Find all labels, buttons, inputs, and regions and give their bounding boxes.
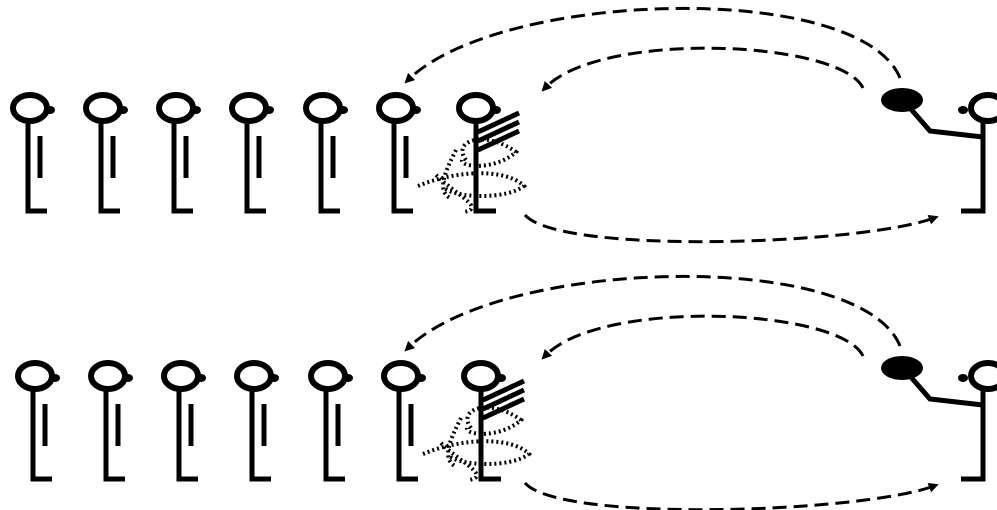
figure-body xyxy=(30,388,52,482)
hatch-stroke xyxy=(481,396,526,421)
tangle-loop-4 xyxy=(441,149,458,200)
figure-nose xyxy=(264,106,274,114)
figure-nose xyxy=(416,374,426,382)
figure-icon xyxy=(234,360,279,482)
dashed-arrow-outer xyxy=(404,6,902,84)
figure-body xyxy=(176,388,198,482)
figure-icon xyxy=(156,92,201,214)
tangled-figure-body xyxy=(473,120,496,214)
figure-icon xyxy=(88,360,133,482)
agent-head-icon xyxy=(881,88,923,112)
dashed-arrow-icon xyxy=(404,274,939,510)
hatch-stroke xyxy=(481,378,526,403)
agent-figure-icon xyxy=(881,88,997,214)
hatch-stroke xyxy=(481,387,526,412)
dashed-arrow-outer xyxy=(404,274,902,352)
figure-nose xyxy=(118,106,128,114)
agent-arm xyxy=(908,374,984,408)
figure-body xyxy=(249,388,271,482)
hatch-icon xyxy=(476,110,521,153)
tangled-figure-head xyxy=(456,92,496,124)
agent-figure-nose xyxy=(958,106,968,114)
hatch-icon xyxy=(481,378,526,421)
agent-figure-head xyxy=(968,92,997,124)
figure-body xyxy=(98,120,120,214)
figure-nose xyxy=(50,374,60,382)
tangle-loop-4 xyxy=(446,417,463,468)
figure-head xyxy=(376,92,416,124)
tangled-figure xyxy=(422,360,533,482)
tangle-icon xyxy=(422,405,533,482)
figure-body xyxy=(396,388,418,482)
hatch-stroke xyxy=(476,119,521,144)
figure-icon xyxy=(10,92,55,214)
figure-body xyxy=(25,120,47,214)
figure-head xyxy=(88,360,128,392)
row-2 xyxy=(15,274,997,510)
figure-head xyxy=(381,360,421,392)
agent-figure-body xyxy=(961,388,986,482)
figure-nose xyxy=(196,374,206,382)
figure-icon xyxy=(381,360,426,482)
figure-icon xyxy=(15,360,60,482)
tangle-loop-2 xyxy=(465,405,525,436)
tangle-loop-2 xyxy=(460,137,520,168)
figure-icon xyxy=(376,92,421,214)
figure-nose xyxy=(123,374,133,382)
dashed-arrow-bottom xyxy=(523,481,939,510)
figure-nose xyxy=(191,106,201,114)
agent-figure-nose xyxy=(958,374,968,382)
figure-head xyxy=(303,92,343,124)
figure-body xyxy=(391,120,413,214)
tangle-loop-3 xyxy=(439,441,479,482)
figure-head xyxy=(229,92,269,124)
tangle-loop-3 xyxy=(434,173,474,214)
figure-body xyxy=(171,120,193,214)
tangled-figure-head xyxy=(461,360,501,392)
figure-icon xyxy=(83,92,128,214)
hatch-stroke xyxy=(476,110,521,135)
agent-figure-head xyxy=(968,360,997,392)
figure-nose xyxy=(338,106,348,114)
figure-nose xyxy=(45,106,55,114)
agent-arm xyxy=(908,106,984,140)
figure-nose xyxy=(343,374,353,382)
figure-head xyxy=(156,92,196,124)
dashed-arrow-inner xyxy=(541,46,865,92)
figure-head xyxy=(161,360,201,392)
figure-icon xyxy=(161,360,206,482)
figure-head xyxy=(83,92,123,124)
figure-icon xyxy=(229,92,274,214)
dashed-arrow-icon xyxy=(404,6,939,244)
figure-head xyxy=(308,360,348,392)
figure-icon xyxy=(303,92,348,214)
row-1 xyxy=(10,6,997,244)
figure-body xyxy=(244,120,266,214)
tangle-loop-1 xyxy=(417,171,528,198)
tangled-figure xyxy=(417,92,528,214)
figure-body xyxy=(323,388,345,482)
dashed-arrow-inner xyxy=(541,314,865,360)
figure-head xyxy=(234,360,274,392)
figure-nose xyxy=(411,106,421,114)
figure-head xyxy=(10,92,50,124)
agent-figure-body xyxy=(961,120,986,214)
tangled-figure-nose xyxy=(496,374,506,382)
figure-body xyxy=(103,388,125,482)
agent-head-icon xyxy=(881,356,923,380)
figure-head xyxy=(15,360,55,392)
dashed-arrow-bottom xyxy=(523,213,939,244)
tangled-figure-nose xyxy=(491,106,501,114)
figure-body xyxy=(318,120,340,214)
tangled-figure-body xyxy=(478,388,501,482)
tangle-icon xyxy=(417,137,528,214)
figure-nose xyxy=(269,374,279,382)
tangle-loop-1 xyxy=(422,439,533,466)
hatch-stroke xyxy=(476,128,521,153)
agent-figure-icon xyxy=(881,356,997,482)
figure-icon xyxy=(308,360,353,482)
